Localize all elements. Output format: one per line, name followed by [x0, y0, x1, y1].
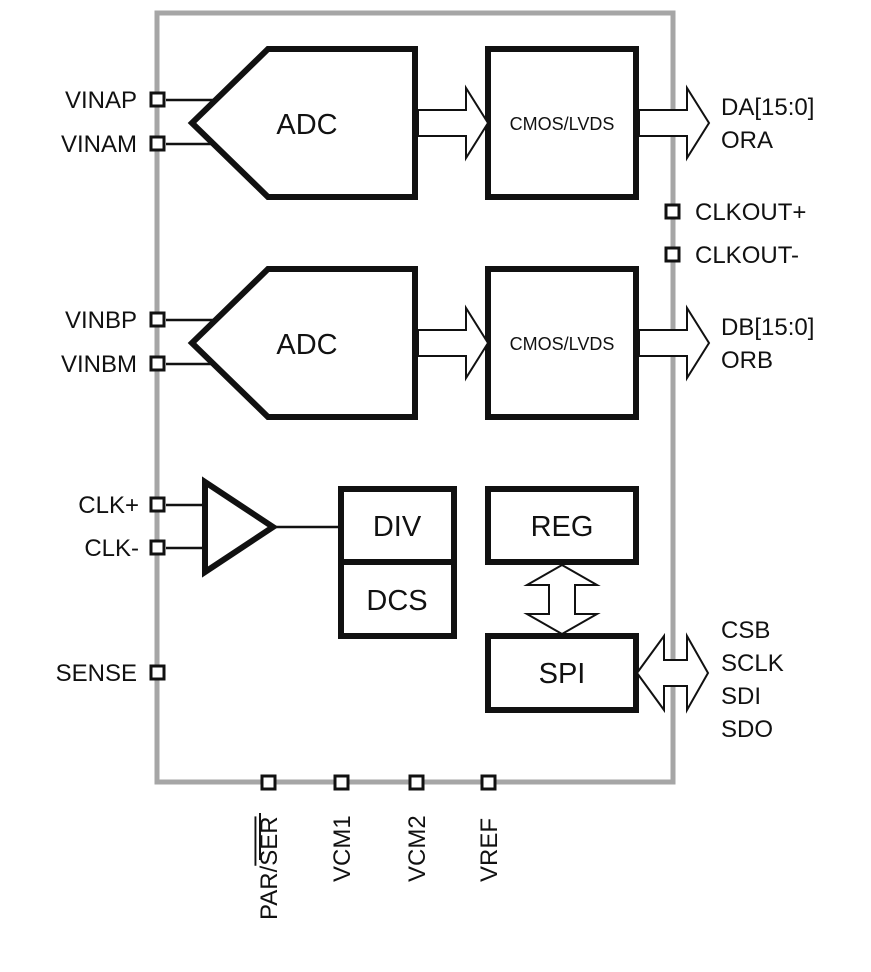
sdo-label: SDO: [721, 716, 773, 743]
vinbp-pin: [149, 311, 166, 328]
clk-p-pin: [149, 496, 166, 513]
sclk-label: SCLK: [721, 650, 784, 677]
sense-pin: [149, 664, 166, 681]
vinap-label: VINAP: [65, 87, 137, 114]
adc-a-label: ADC: [276, 109, 337, 141]
vinbm-pin: [149, 355, 166, 372]
spi-bus-double-arrow: [635, 632, 710, 714]
cmos-lvds-a-block: [485, 46, 639, 200]
sense-label: SENSE: [56, 660, 137, 687]
reg-spi-double-arrow: [523, 563, 601, 636]
par-text: PAR/: [256, 865, 283, 920]
db-bus-label: DB[15:0]: [721, 314, 814, 341]
vcm2-pin: [408, 774, 425, 791]
vref-label: VREF: [476, 818, 503, 882]
dcs-block: [338, 559, 457, 639]
vinbm-label: VINBM: [61, 351, 137, 378]
sdi-label: SDI: [721, 683, 761, 710]
reg-label: REG: [531, 511, 594, 543]
cmos-lvds-b-label: CMOS/LVDS: [510, 334, 615, 354]
adc-b-label: ADC: [276, 329, 337, 361]
clk-p-label: CLK+: [78, 492, 139, 519]
cmos-lvds-b-block: [485, 266, 639, 420]
clkout-p-label: CLKOUT+: [695, 199, 806, 226]
vcm1-pin: [333, 774, 350, 791]
par-ser-pin: [260, 774, 277, 791]
csb-label: CSB: [721, 617, 770, 644]
da-bus-label: DA[15:0]: [721, 94, 814, 121]
vinam-label: VINAM: [61, 131, 137, 158]
orb-label: ORB: [721, 347, 773, 374]
cmos-lvds-a-label: CMOS/LVDS: [510, 114, 615, 134]
div-label: DIV: [373, 511, 422, 543]
vcm2-label: VCM2: [404, 815, 431, 882]
adc-a-block: [187, 46, 418, 200]
ora-label: ORA: [721, 127, 773, 154]
clock-buffer-triangle: [202, 476, 279, 578]
dcs-label: DCS: [366, 585, 427, 617]
clkout-m-label: CLKOUT-: [695, 242, 799, 269]
reg-block: [485, 486, 639, 565]
vinam-pin: [149, 135, 166, 152]
adc-b-to-cmos-arrow: [417, 304, 490, 382]
vcm1-label: VCM1: [329, 815, 356, 882]
clk-m-label: CLK-: [84, 535, 139, 562]
vinap-pin: [149, 91, 166, 108]
clk-m-pin: [149, 539, 166, 556]
vref-pin: [480, 774, 497, 791]
da-output-arrow: [638, 84, 711, 162]
vinbp-label: VINBP: [65, 307, 137, 334]
adc-b-block: [187, 266, 418, 420]
clkout-m-pin: [664, 246, 681, 263]
db-output-arrow: [638, 304, 711, 382]
clkout-p-pin: [664, 203, 681, 220]
spi-label: SPI: [539, 658, 586, 690]
adc-a-to-cmos-arrow: [417, 84, 490, 162]
